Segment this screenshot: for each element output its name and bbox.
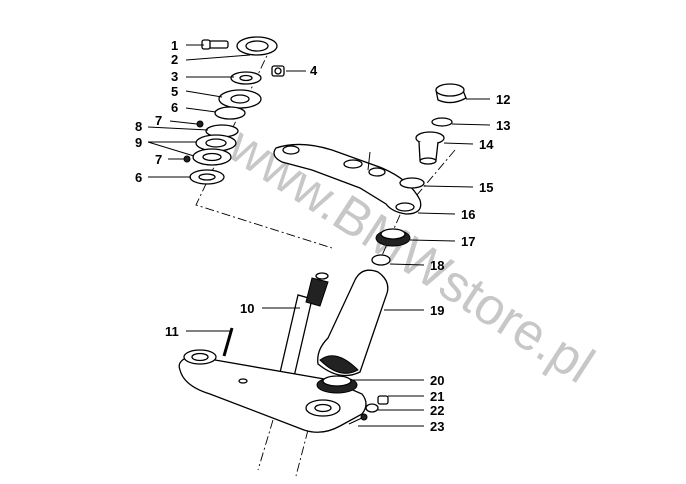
small-ball-part — [196, 120, 204, 128]
small-hardware-parts — [348, 395, 389, 425]
callout-1: 1 — [171, 38, 178, 53]
callout-6b: 6 — [135, 170, 142, 185]
sleeve-part — [415, 131, 445, 165]
fork-leg-part — [317, 269, 389, 377]
bearing-disc-inner — [230, 94, 250, 104]
bearing-shell-lower-inner — [202, 152, 222, 162]
nut-part — [271, 65, 285, 77]
callout-3: 3 — [171, 69, 178, 84]
callout-17: 17 — [461, 234, 475, 249]
callout-leaders — [147, 44, 491, 427]
callout-13: 13 — [496, 118, 510, 133]
callout-15: 15 — [479, 180, 493, 195]
pin-part — [222, 327, 234, 357]
bolt-part — [201, 39, 229, 50]
lower-triple-clamp-part — [178, 349, 367, 433]
callout-20: 20 — [430, 373, 444, 388]
seal-ring-lower-inner — [198, 173, 216, 181]
callout-23: 23 — [430, 419, 444, 434]
callout-labels: 1 2 3 4 5 6 7 8 9 7 6 12 13 14 15 16 17 … — [135, 38, 510, 434]
callout-4: 4 — [310, 63, 318, 78]
callout-9: 9 — [135, 135, 142, 150]
callout-2: 2 — [171, 52, 178, 67]
bracket-plate-part — [273, 143, 422, 215]
taper-bearing-part — [375, 228, 411, 247]
callout-5: 5 — [171, 84, 178, 99]
lower-bearing-part — [316, 375, 358, 394]
callout-14: 14 — [479, 137, 494, 152]
clamp-ring-part — [236, 36, 278, 56]
bearing-shell-inner — [205, 138, 227, 148]
small-washer-part — [431, 117, 453, 127]
bushing-part — [371, 254, 391, 266]
callout-7: 7 — [155, 113, 162, 128]
callout-12: 12 — [496, 92, 510, 107]
callout-7b: 7 — [155, 152, 162, 167]
callout-18: 18 — [430, 258, 444, 273]
callout-21: 21 — [430, 389, 444, 404]
callout-8: 8 — [135, 119, 142, 134]
seal-ring-part — [214, 106, 246, 120]
left-stack-parts — [183, 36, 285, 185]
callout-16: 16 — [461, 207, 475, 222]
washer-inner — [239, 74, 253, 82]
callout-10: 10 — [240, 301, 254, 316]
callout-11: 11 — [165, 324, 179, 339]
ring-seal-part — [399, 177, 425, 189]
callout-22: 22 — [430, 403, 444, 418]
right-stack-parts — [371, 83, 467, 266]
small-ball-part-lower — [183, 155, 191, 163]
cap-top — [435, 83, 465, 97]
callout-6: 6 — [171, 100, 178, 115]
callout-19: 19 — [430, 303, 444, 318]
